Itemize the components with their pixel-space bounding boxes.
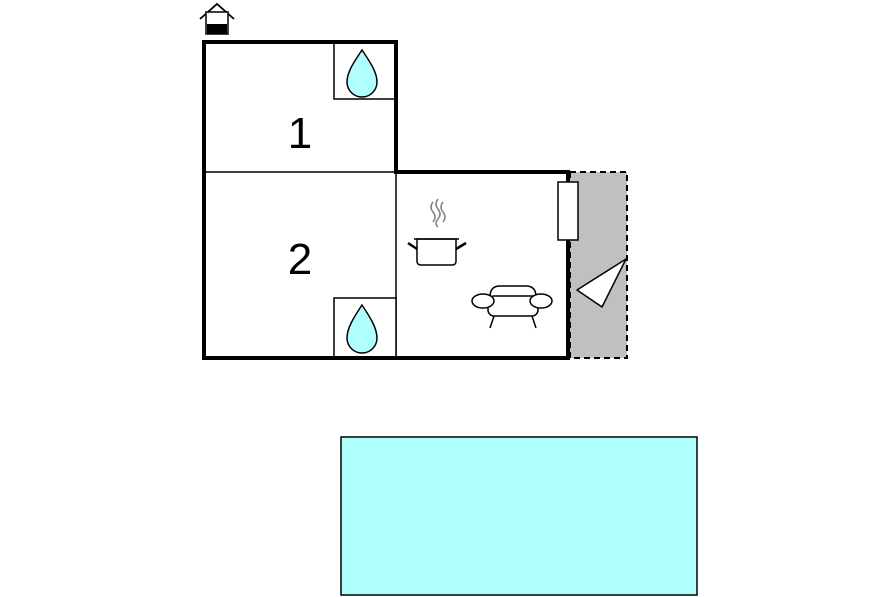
cooking-pot-icon	[407, 198, 467, 266]
water-drop-icon	[346, 48, 378, 98]
outer-walls	[202, 40, 570, 360]
radiator-icon	[557, 181, 579, 241]
parasol-icon	[576, 258, 627, 308]
room-1-label: 1	[288, 109, 312, 158]
swimming-pool	[340, 436, 698, 596]
sofa-icon	[471, 285, 553, 329]
room-2-label: 2	[288, 235, 312, 284]
water-drop-icon	[346, 303, 378, 354]
entrance-house-icon	[199, 2, 235, 35]
